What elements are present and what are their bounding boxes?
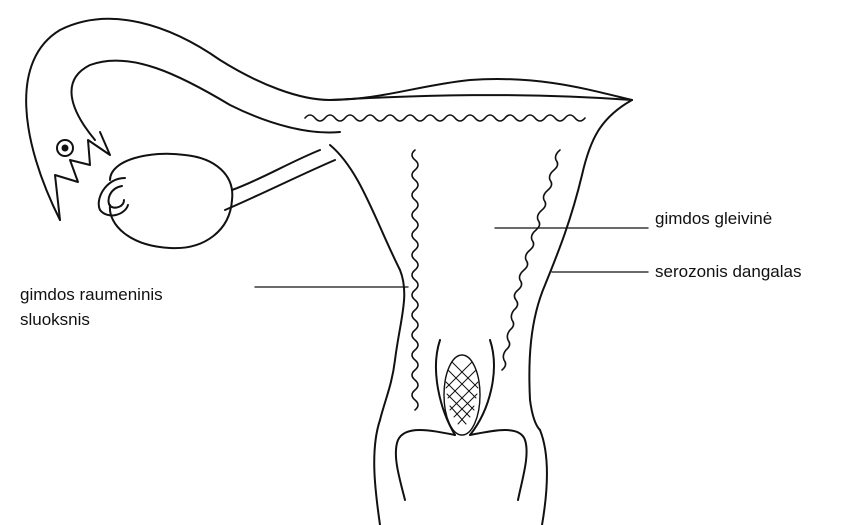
uterus-outer-wall-right [529, 100, 632, 430]
ovarian-ligament [232, 150, 320, 190]
endometrium-top [305, 115, 585, 121]
vagina-left-wall [374, 420, 380, 525]
ovary-follicle-inner [109, 186, 125, 208]
mucus-hatching [446, 362, 478, 424]
endometrium-left [412, 150, 418, 410]
label-muscle-line2: sluoksnis [20, 309, 90, 331]
label-muscle-line1: gimdos raumeninis [20, 284, 163, 306]
uterus-outer-wall [330, 145, 404, 420]
fallopian-tube-inner [71, 61, 340, 140]
cervix-right [470, 340, 494, 435]
ovary-follicle [99, 178, 128, 215]
cervical-mucus-plug [444, 355, 480, 435]
ovary [110, 154, 232, 248]
ovum-nucleus [63, 146, 68, 151]
vagina-right-wall [540, 430, 547, 525]
label-mucosa: gimdos gleivinė [655, 208, 772, 230]
vaginal-fornix-left [396, 430, 455, 500]
fallopian-tube-outer [26, 19, 632, 220]
vaginal-fornix-right [470, 430, 527, 500]
label-serosa: serozonis dangalas [655, 261, 801, 283]
